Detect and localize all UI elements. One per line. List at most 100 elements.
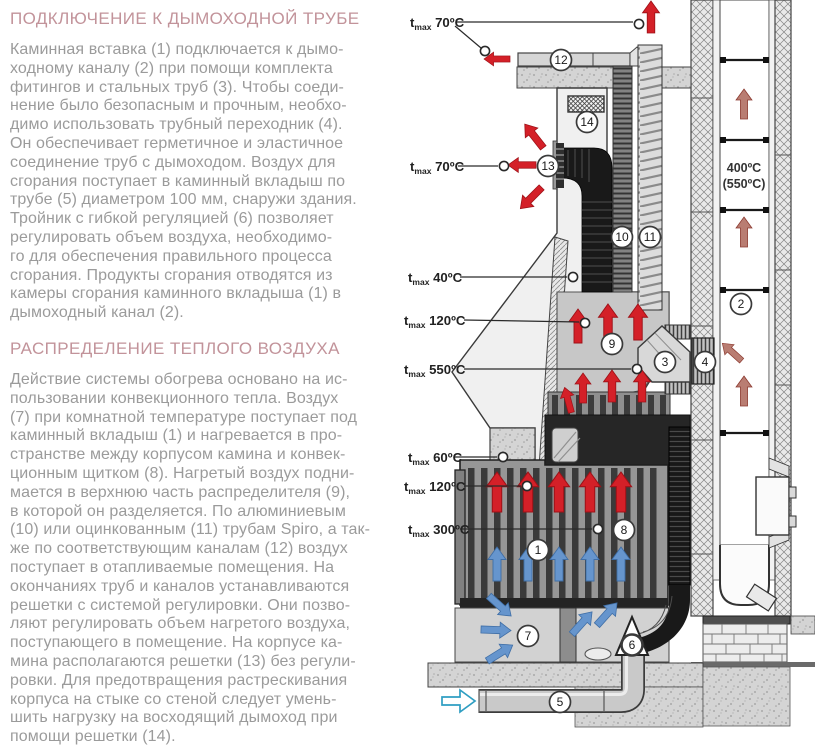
leader-dot (633, 18, 645, 30)
temp-label-casing-bottom: tmax 120ºC (404, 479, 533, 496)
cold-air-arrow (580, 546, 600, 582)
cold-air-arrow (480, 621, 512, 639)
svg-text:11: 11 (644, 230, 657, 244)
callout-badge-10: 10 (610, 225, 634, 249)
hot-air-arrow (578, 471, 602, 513)
callout-badge-3: 3 (653, 350, 677, 374)
callout-badge-2: 2 (729, 292, 753, 316)
svg-text:tmax 120ºC: tmax 120ºC (404, 479, 466, 496)
svg-text:5: 5 (557, 695, 564, 709)
leader-dot (592, 523, 604, 535)
hot-air-arrow (641, 0, 661, 34)
ground-right (790, 615, 815, 635)
hot-air-arrow (547, 471, 571, 513)
brick-base (702, 623, 788, 663)
flex-duct-grille-13 (561, 147, 613, 293)
hot-air-arrow (485, 471, 509, 513)
svg-text:12: 12 (554, 53, 568, 67)
warm-air-channel-12 (517, 46, 645, 67)
leader-dot (579, 317, 591, 329)
flue-gas-arrow (735, 216, 753, 248)
callout-badge-7: 7 (516, 624, 540, 648)
svg-text:7: 7 (525, 629, 532, 643)
temp-label-flex-duct-surface: tmax 40ºC (408, 270, 579, 287)
svg-text:8: 8 (621, 523, 628, 537)
svg-text:2: 2 (738, 297, 745, 311)
hot-air-arrow (524, 123, 547, 151)
outside-air-inlet-arrow (441, 688, 477, 714)
svg-text:tmax 60ºC: tmax 60ºC (408, 450, 463, 467)
callout-badge-9: 9 (600, 332, 624, 356)
leader-dot (479, 45, 491, 57)
leader-dot (631, 363, 643, 375)
hot-air-arrow (483, 51, 511, 67)
hot-air-arrow (627, 303, 649, 341)
callout-badge-12: 12 (549, 48, 573, 72)
diagram-svg: 400ºC (550ºC) (404, 0, 815, 728)
section-heading-warm-air: РАСПРЕДЕЛЕНИЕ ТЕПЛОГО ВОЗДУХА (10, 338, 340, 358)
leader-dot (498, 160, 510, 172)
temp-label-outlet-grille-13: tmax 70ºC (410, 159, 510, 176)
svg-text:10: 10 (615, 230, 629, 244)
paragraph-chimney-connection: Каминная вставка (1) подключается к дымо… (10, 41, 357, 322)
svg-text:9: 9 (609, 337, 616, 351)
hot-air-arrow (632, 369, 652, 403)
svg-text:1: 1 (535, 543, 542, 557)
temp-label-mantel-shelf: tmax 60ºC (408, 450, 509, 467)
combustion-air-flex-duct (632, 426, 691, 655)
hot-air-arrow (507, 156, 537, 174)
callout-badge-5: 5 (548, 690, 572, 714)
svg-text:tmax 300ºC: tmax 300ºC (408, 522, 470, 539)
svg-text:4: 4 (702, 355, 709, 369)
svg-text:tmax 40ºC: tmax 40ºC (408, 270, 463, 287)
aluminium-duct-10 (612, 65, 633, 293)
chimney: 400ºC (550ºC) (690, 0, 815, 667)
flue-gas-arrow (735, 88, 753, 120)
section-heading-chimney-connection: ПОДКЛЮЧЕНИЕ К ДЫМОХОДНОЙ ТРУБЕ (10, 9, 360, 28)
cold-air-arrow (611, 546, 631, 582)
ceiling (516, 66, 692, 89)
floor (427, 662, 791, 728)
sump-drain (745, 583, 778, 612)
flue-joints (720, 58, 769, 435)
hot-air-arrow (519, 184, 545, 210)
cold-air-arrow (487, 546, 507, 582)
flue-temperature-line2: (550ºC) (723, 177, 766, 191)
hot-air-arrow (516, 471, 540, 513)
temp-label-insert-body: tmax 300ºC (408, 522, 604, 539)
paragraph-warm-air: Действие системы обогрева основано на ис… (10, 370, 371, 746)
leader-dot (497, 451, 509, 463)
svg-text:3: 3 (662, 355, 669, 369)
grille-14 (567, 95, 605, 113)
cold-air-arrow (568, 611, 593, 638)
temp-label-smoke-pipe: tmax 550ºC (404, 362, 643, 379)
outside-air-pipe-5 (478, 652, 645, 713)
hot-air-arrow (574, 372, 592, 404)
callout-badge-11: 11 (638, 225, 662, 249)
svg-text:tmax 120ºC: tmax 120ºC (404, 313, 466, 330)
svg-text:13: 13 (541, 159, 555, 173)
cold-air-arrow (593, 602, 618, 629)
callout-badge-13: 13 (536, 154, 560, 178)
svg-text:tmax 550ºC: tmax 550ºC (404, 362, 466, 379)
callout-badge-1: 1 (526, 538, 550, 562)
callout-badge-8: 8 (612, 518, 636, 542)
svg-text:6: 6 (629, 638, 636, 652)
article-column: ПОДКЛЮЧЕНИЕ К ДЫМОХОДНОЙ ТРУБЕ Каминная … (10, 7, 402, 750)
cold-air-arrow (485, 592, 512, 617)
callout-badge-6: 6 (620, 633, 644, 657)
fireplace-diagram: 400ºC (550ºC) (400, 0, 815, 750)
temp-label-distributor-wall: tmax 120ºC (404, 313, 591, 330)
svg-text:tmax 70ºC: tmax 70ºC (410, 15, 465, 32)
smoke-connector (551, 427, 581, 463)
flue-gas-arrow (721, 342, 745, 364)
callout-badge-14: 14 (575, 110, 599, 134)
hot-air-arrow (559, 386, 575, 414)
svg-text:14: 14 (580, 115, 594, 129)
hot-air-arrow (602, 369, 622, 403)
cleanout-door (755, 476, 790, 536)
temp-label-outlet-duct-12: tmax 70ºC (410, 15, 645, 57)
callout-badge-4: 4 (693, 350, 717, 374)
flue-gas-arrow (735, 375, 753, 407)
